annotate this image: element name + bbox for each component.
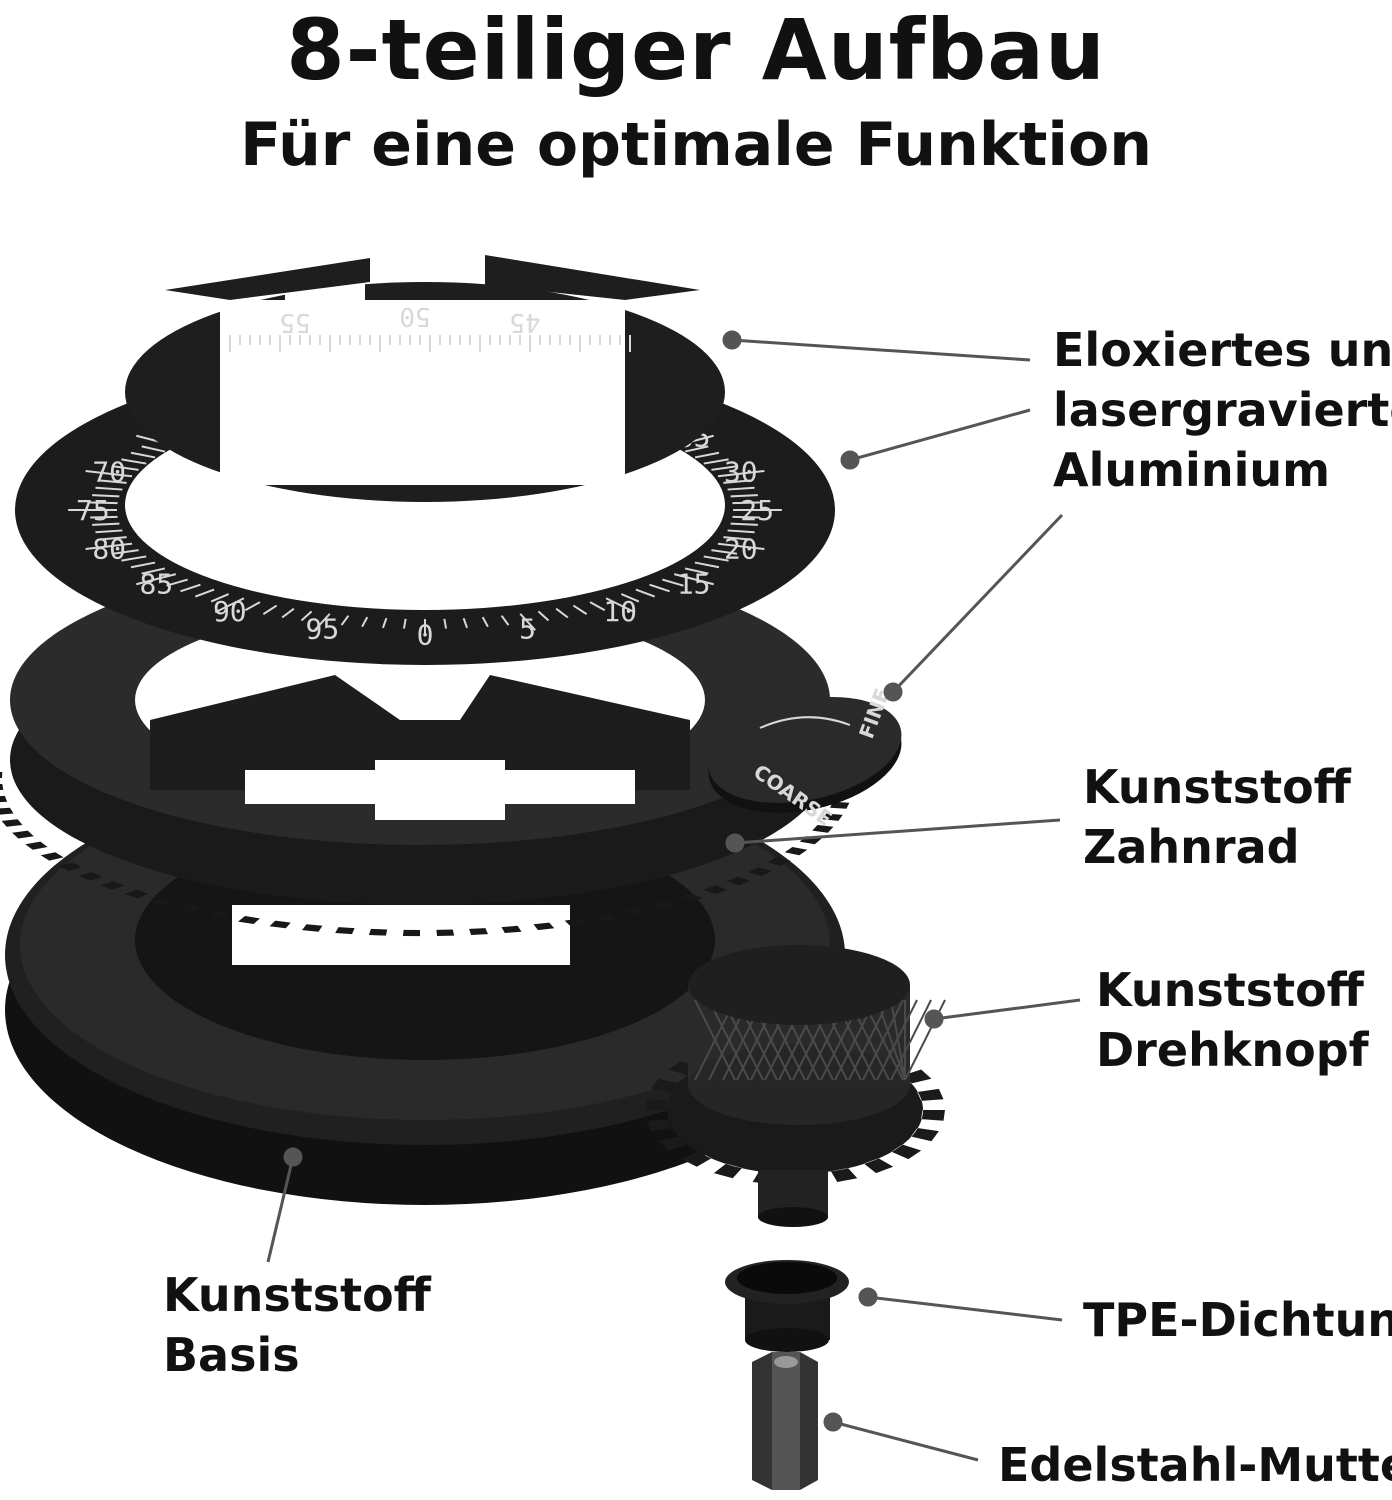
scale-number: 95 [306,613,340,646]
scale-number: 5 [519,613,536,646]
top-plate-part: 55 50 45 [125,252,725,502]
label-line: Aluminium [1053,443,1331,497]
label-line: Eloxiertes und [1053,323,1392,377]
scale-number: 85 [139,567,173,600]
scale-number: 30 [724,456,758,489]
plate-number: 50 [399,301,430,331]
scale-number: 15 [677,567,711,600]
label-line: Edelstahl-Mutter [998,1438,1392,1492]
label-line: Basis [163,1328,300,1382]
seal-part [725,1260,849,1352]
page-subtitle: Für eine optimale Funktion [240,110,1152,180]
label-line: TPE-Dichtung [1083,1293,1392,1347]
nut-part [752,1352,818,1490]
label-line: Kunststoff [163,1268,431,1322]
label-seal: TPE-Dichtung [1083,1290,1392,1350]
label-line: Drehknopf [1096,1023,1369,1077]
label-gear: Kunststoff Zahnrad [1083,757,1351,877]
plate-number: 45 [509,307,540,337]
scale-number: 25 [740,494,774,527]
scale-number: 75 [76,494,110,527]
label-base: Kunststoff Basis [163,1265,431,1385]
knob-part [645,945,946,1227]
label-aluminium: Eloxiertes und lasergraviertes Aluminium [1053,320,1392,500]
label-line: Kunststoff [1083,760,1351,814]
scale-numbers: 70758085909505101520253035 [76,421,774,652]
plate-number: 55 [279,307,310,337]
label-line: Kunststoff [1096,963,1364,1017]
label-line: lasergraviertes [1053,383,1392,437]
scale-number: 70 [92,456,126,489]
scale-number: 90 [213,595,247,628]
leader-lines [266,330,1081,1462]
scale-number: 10 [603,595,637,628]
scale-number: 0 [417,619,434,652]
label-nut: Edelstahl-Mutter [998,1435,1392,1495]
label-line: Zahnrad [1083,820,1300,874]
page-title: 8-teiliger Aufbau [286,1,1106,99]
scale-number: 80 [92,533,126,566]
scale-number: 20 [724,533,758,566]
label-knob: Kunststoff Drehknopf [1096,960,1369,1080]
